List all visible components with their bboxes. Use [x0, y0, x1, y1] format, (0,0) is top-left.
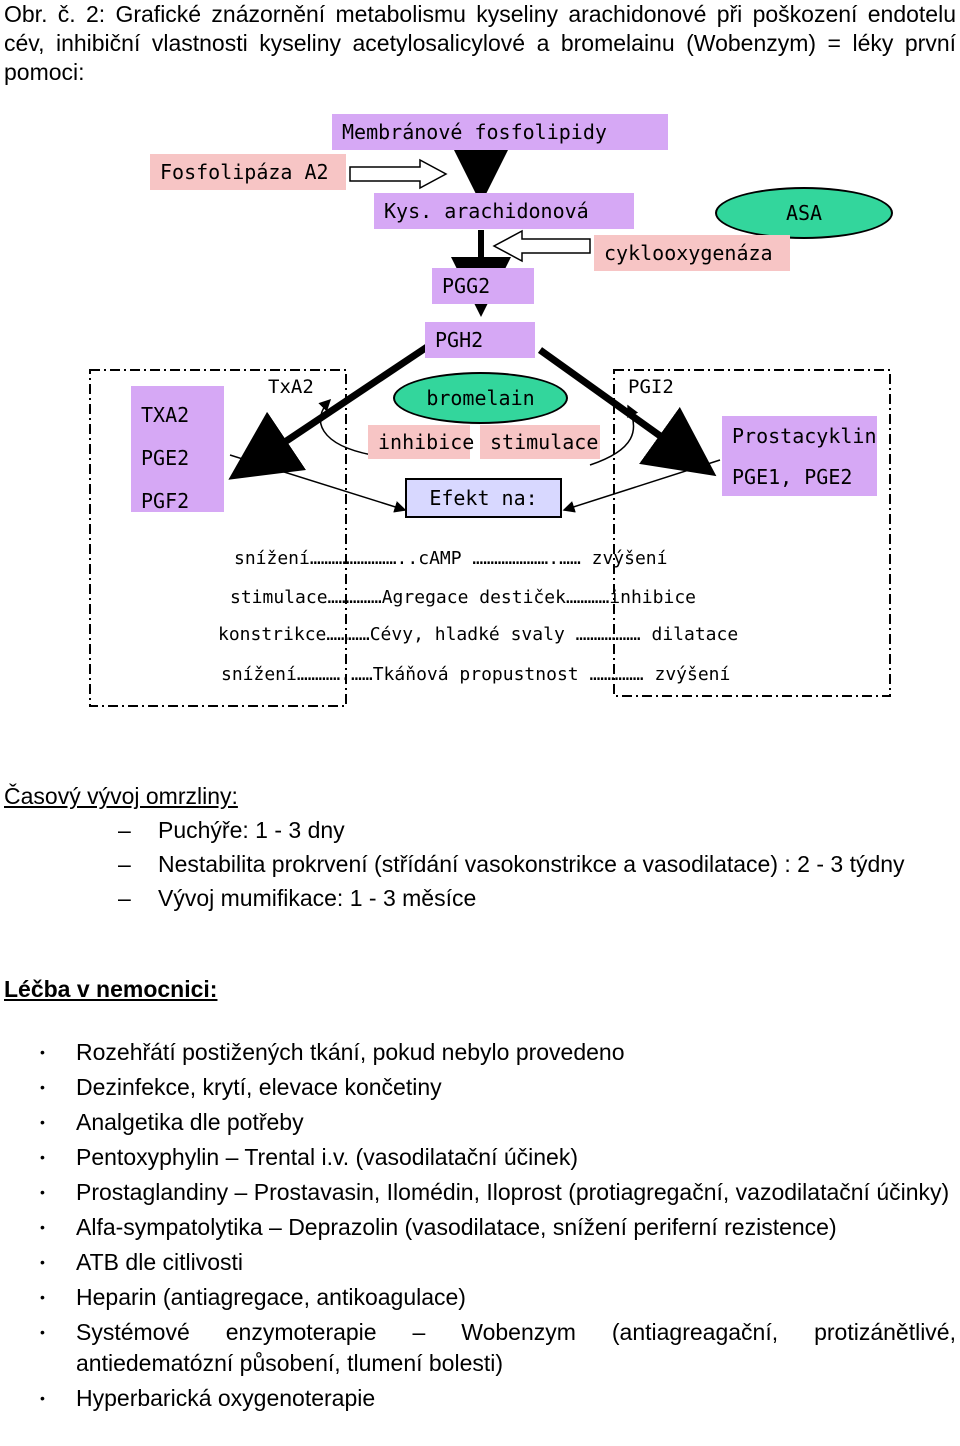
list-item: Heparin (antiagregace, antikoagulace)	[0, 1282, 956, 1313]
right-products-box: Prostacyklin PGE1, PGE2	[722, 416, 877, 496]
arrow-to-txa2	[228, 342, 432, 480]
asa-ellipse: ASA	[715, 187, 893, 239]
left-product-3: PGF2	[141, 489, 190, 513]
list-item: Pentoxyphylin – Trental i.v. (vasodilata…	[0, 1142, 956, 1173]
metabolism-diagram: Membránové fosfolipidy Fosfolipáza A2 Ky…	[0, 100, 960, 720]
list-item: Dezinfekce, krytí, elevace končetiny	[0, 1072, 956, 1103]
arachidonic-acid-box: Kys. arachidonová	[374, 193, 634, 229]
cyclooxygenase-box: cyklooxygenáza	[594, 235, 790, 271]
list-item: Prostaglandiny – Prostavasin, Ilomédin, …	[0, 1177, 956, 1208]
list-item: Nestabilita prokrvení (střídání vasokons…	[118, 848, 918, 880]
inhibition-box: inhibice	[368, 425, 474, 459]
phospholipase-box: Fosfolipáza A2	[150, 154, 346, 190]
figure-caption: Obr. č. 2: Grafické znázornění metabolis…	[4, 1, 956, 85]
right-dashed-region	[613, 369, 891, 697]
left-product-1: TXA2	[141, 403, 190, 427]
treatment-list: Rozehřátí postižených tkání, pokud nebyl…	[0, 1037, 956, 1418]
list-item: ATB dle citlivosti	[0, 1247, 956, 1278]
list-item: Puchýře: 1 - 3 dny	[118, 814, 918, 846]
effect-row-permeability: snížení………….……Tkáňová propustnost …………… …	[221, 664, 731, 685]
list-item: Alfa-sympatolytika – Deprazolin (vasodil…	[0, 1212, 956, 1243]
list-item: Vývoj mumifikace: 1 - 3 měsíce	[118, 882, 918, 914]
effect-box: Efekt na:	[405, 478, 562, 518]
effect-row-camp: snížení……………………..cAMP ………………….…… zvýšení	[234, 548, 668, 569]
membrane-phospholipids-box: Membránové fosfolipidy	[332, 114, 668, 150]
pgi2-label: PGI2	[628, 376, 674, 398]
list-item: Hyperbarická oxygenoterapie	[0, 1383, 956, 1414]
effect-row-aggregation: stimulace……………Agregace destiček…………inhib…	[230, 587, 696, 608]
pgg2-box: PGG2	[432, 268, 534, 304]
right-product-1: Prostacyklin	[732, 424, 877, 448]
timeline-heading: Časový vývoj omrzliny:	[4, 783, 238, 809]
left-products-box: TXA2 PGE2 PGF2	[131, 386, 224, 513]
left-dashed-region	[89, 369, 347, 707]
arrow-to-pgi2	[537, 347, 717, 477]
treatment-heading: Léčba v nemocnici:	[4, 976, 218, 1002]
pgh2-box: PGH2	[425, 322, 535, 358]
left-product-2: PGE2	[141, 446, 190, 470]
timeline-list: Puchýře: 1 - 3 dny Nestabilita prokrvení…	[118, 814, 918, 916]
hollow-arrow-phospholipase	[349, 158, 448, 190]
diagram-arrows	[89, 144, 891, 707]
effect-row-vessels: konstrikce…………Cévy, hladké svaly ……………… …	[218, 624, 739, 645]
stimulation-box: stimulace	[480, 425, 600, 459]
list-item: Systémové enzymoterapie – Wobenzym (anti…	[0, 1317, 956, 1379]
list-item: Rozehřátí postižených tkání, pokud nebyl…	[0, 1037, 956, 1068]
right-product-2: PGE1, PGE2	[732, 465, 853, 489]
txa2-label: TxA2	[268, 376, 314, 398]
list-item: Analgetika dle potřeby	[0, 1107, 956, 1138]
hollow-arrow-cox	[492, 229, 591, 263]
bromelain-ellipse: bromelain	[393, 372, 568, 424]
